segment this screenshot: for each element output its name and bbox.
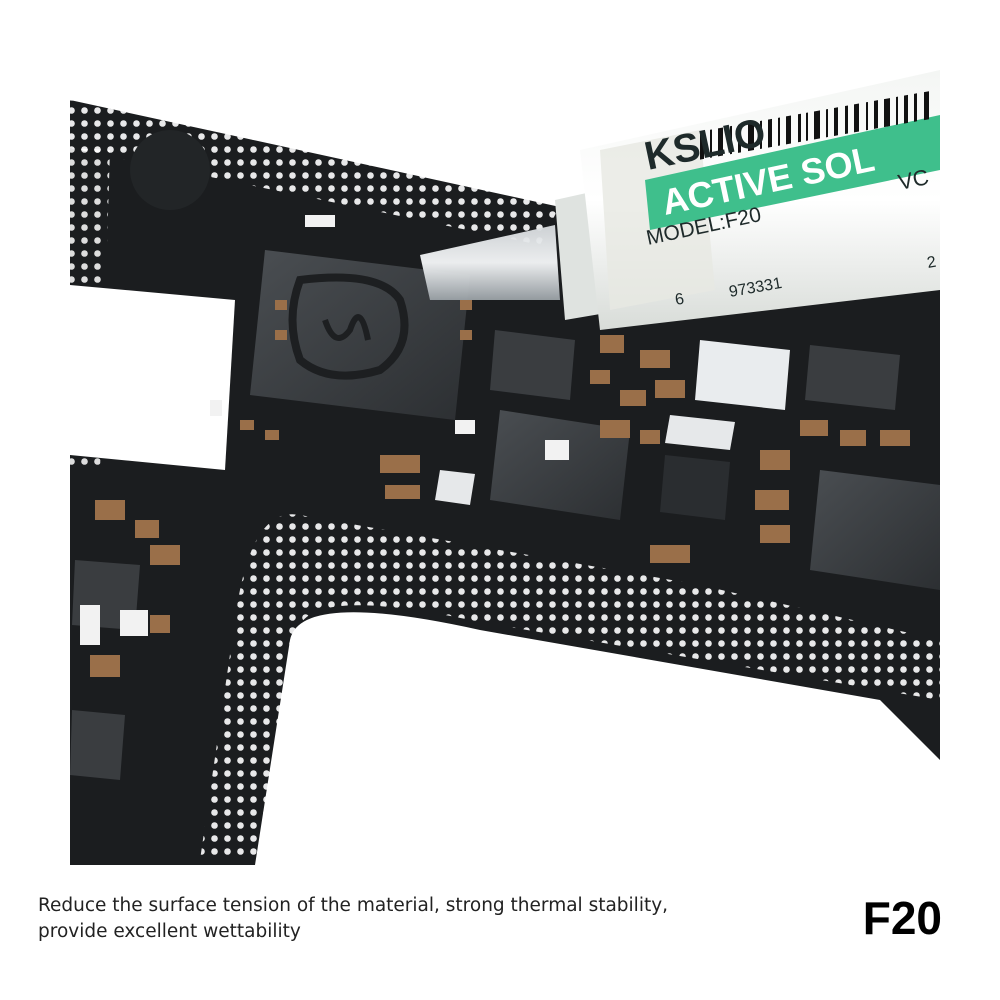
model-code: F20	[862, 892, 942, 944]
main-chip	[250, 250, 470, 420]
tube-label-suffix: VC	[896, 164, 931, 195]
white-components	[80, 215, 569, 645]
description-line-1: Reduce the surface tension of the materi…	[38, 895, 669, 916]
barcode	[700, 91, 929, 160]
product-description: Reduce the surface tension of the materi…	[38, 893, 738, 945]
syringe-tube: KSLIO ACTIVE SOL VC MODEL:F20 6 973331 2	[420, 70, 940, 330]
barcode-prefix: 6	[674, 291, 686, 309]
barcode-suffix: 2	[926, 254, 938, 272]
description-line-2: provide excellent wettability	[38, 921, 301, 942]
component-pads	[90, 300, 910, 677]
